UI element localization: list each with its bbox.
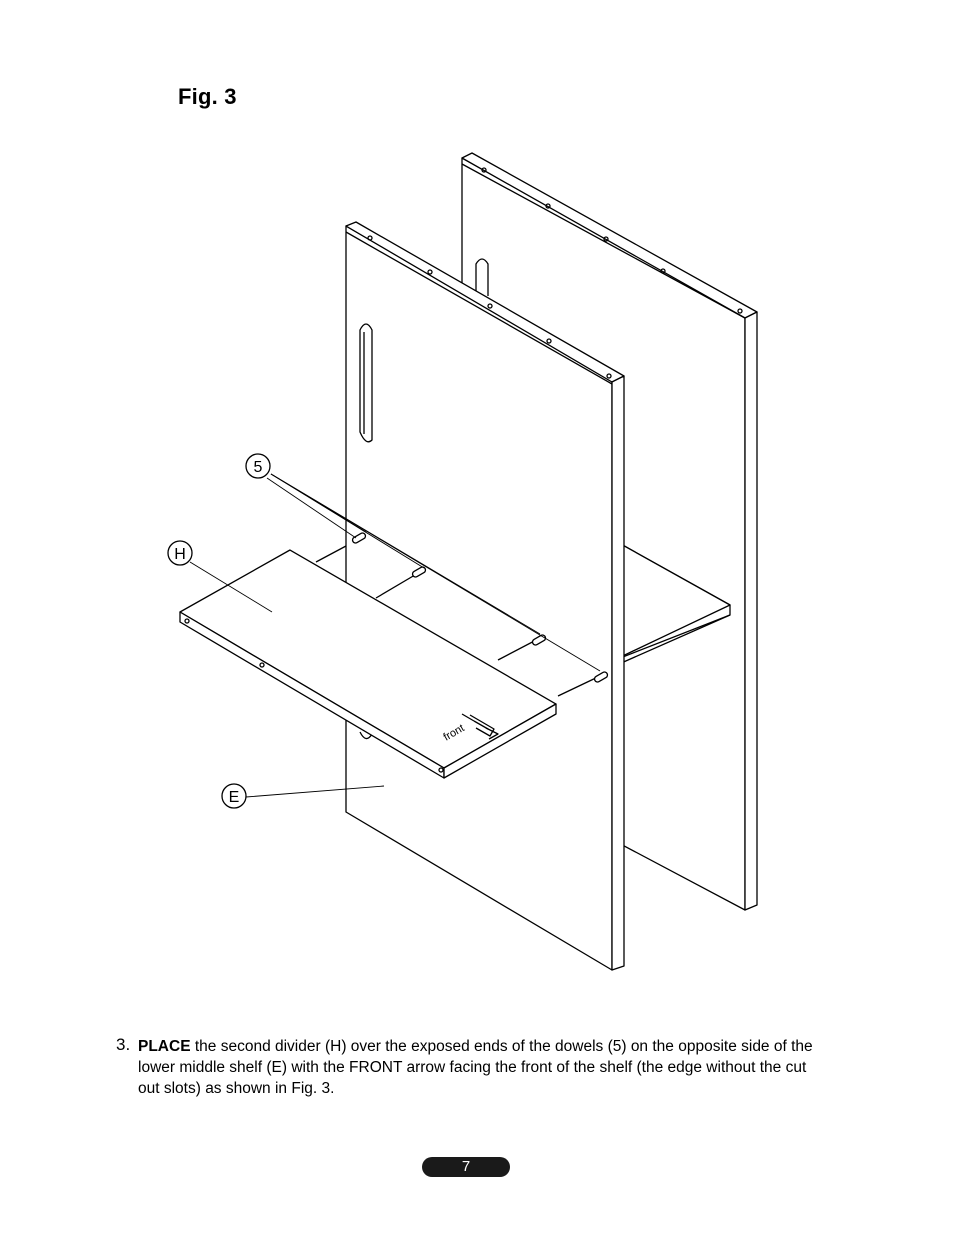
leader-lines <box>189 473 601 798</box>
page-number: 7 <box>422 1157 510 1177</box>
step-description: the second divider (H) over the exposed … <box>138 1038 813 1097</box>
step-number: 3. <box>116 1035 131 1054</box>
step-action: PLACE <box>138 1038 191 1055</box>
second-divider-h <box>179 549 557 779</box>
callout-h: H <box>174 546 186 563</box>
figure-title: Fig. 3 <box>178 84 237 109</box>
dowels-5 <box>351 532 609 683</box>
callout-e-circle <box>221 783 247 809</box>
callout-5: 5 <box>254 459 263 476</box>
callout-5-circle <box>245 453 271 479</box>
assembly-diagram: 5 H E front <box>167 152 758 971</box>
callout-h-circle <box>167 540 193 566</box>
callout-e: E <box>229 789 240 806</box>
front-arrow-icon <box>461 713 499 740</box>
step-text: PLACE the second divider (H) over the ex… <box>138 1036 828 1099</box>
